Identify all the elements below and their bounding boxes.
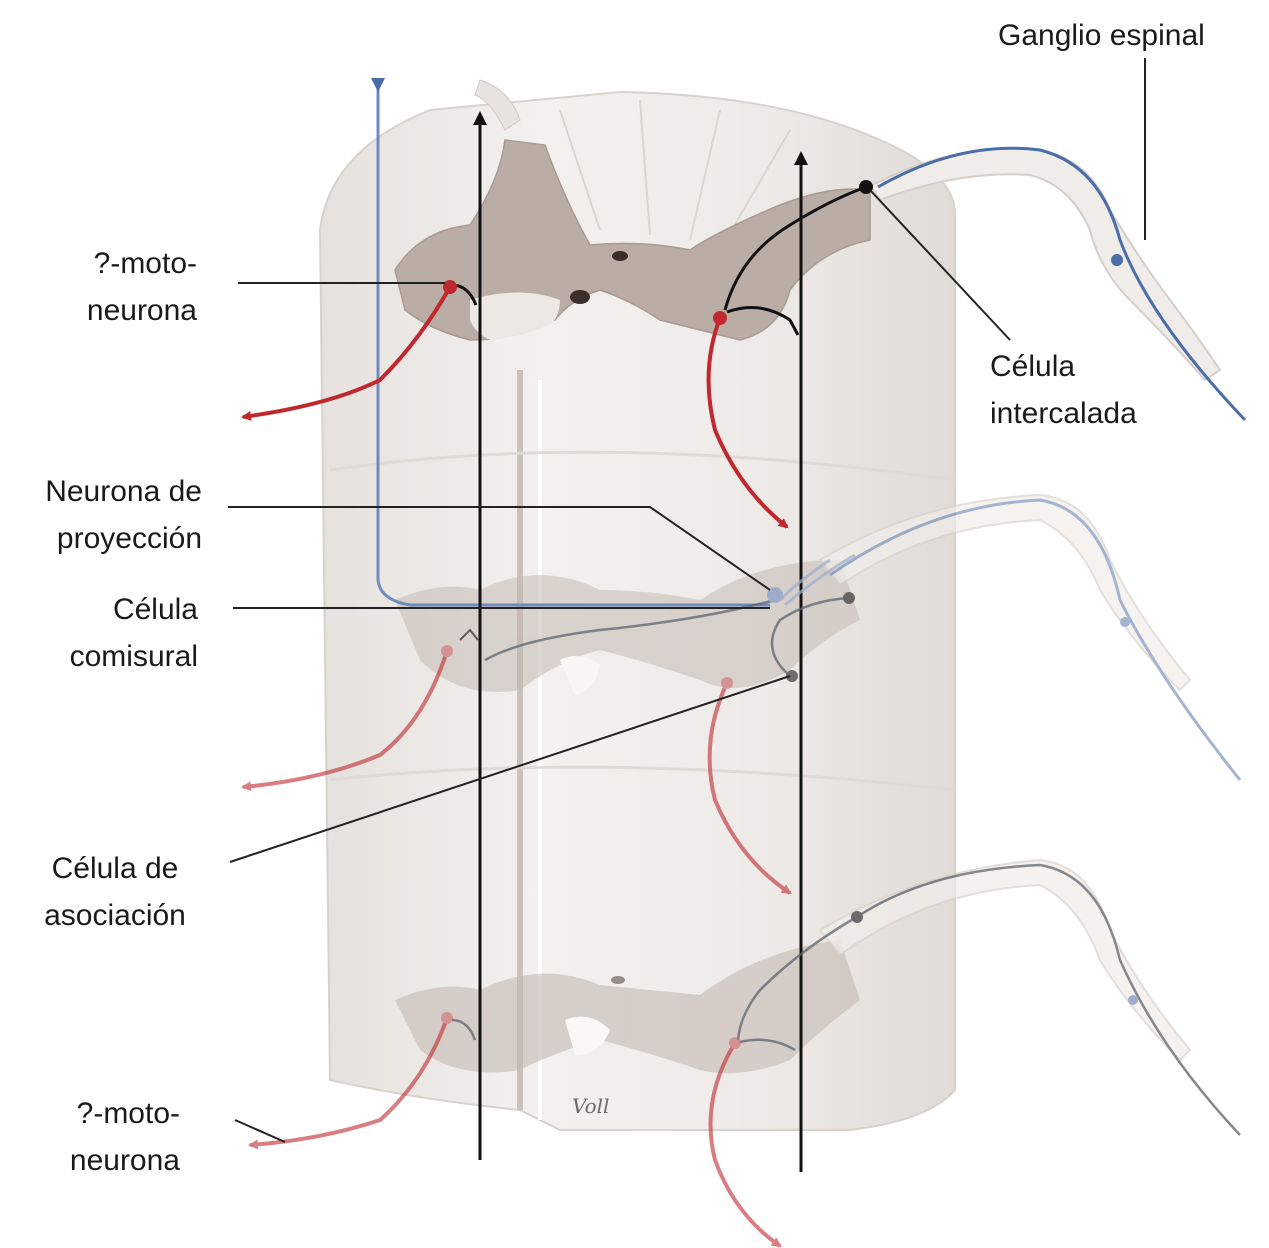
- label-line2: intercalada: [990, 397, 1137, 430]
- label-line1: ?-moto-: [93, 247, 197, 280]
- label-motoneurona-top: ?-moto- neurona: [65, 240, 197, 334]
- interneuron-middle: [459, 553, 856, 682]
- blue-ascending-tract: [371, 78, 770, 607]
- label-line2: neurona: [86, 294, 197, 327]
- spinal-nerve-top: [868, 146, 1247, 422]
- leader-neurona-proyeccion: [228, 506, 771, 591]
- spinal-nerve-middle: [818, 493, 1242, 781]
- label-ganglio-espinal: Ganglio espinal: [998, 12, 1205, 59]
- label-celula-intercalada: Célula intercalada: [990, 343, 1137, 437]
- label-celula-comisural: Célula comisural: [30, 586, 198, 680]
- artist-signature: Voll: [572, 1094, 609, 1118]
- label-line1: Célula: [112, 593, 198, 626]
- label-line1: Célula de: [51, 852, 179, 885]
- label-ganglio-text: Ganglio espinal: [998, 19, 1205, 52]
- interneuron-bottom: [451, 916, 856, 1052]
- leader-motoneurona-bottom: [234, 1119, 286, 1143]
- label-line2: proyección: [56, 522, 202, 555]
- leader-celula-intercalada: [869, 189, 1011, 341]
- label-line2: asociación: [44, 899, 186, 932]
- label-celula-asociacion: Célula de asociación: [20, 845, 210, 939]
- label-line2: neurona: [69, 1144, 180, 1177]
- label-line2: comisural: [69, 640, 198, 673]
- motor-axons: [241, 280, 792, 1248]
- black-vertical-tracts: [473, 111, 808, 1172]
- leader-lines: [228, 58, 1146, 1143]
- label-neurona-proyeccion: Neurona de proyección: [10, 468, 202, 562]
- label-line1: ?-moto-: [76, 1097, 180, 1130]
- spinal-nerve-bottom: [818, 858, 1241, 1136]
- leader-celula-asociacion: [229, 675, 791, 863]
- label-motoneurona-bottom: ?-moto- neurona: [45, 1090, 180, 1184]
- interneuron-top: [451, 180, 873, 336]
- grey-matter-top: [394, 139, 871, 345]
- label-line1: Célula: [990, 350, 1076, 383]
- label-line1: Neurona de: [45, 475, 202, 508]
